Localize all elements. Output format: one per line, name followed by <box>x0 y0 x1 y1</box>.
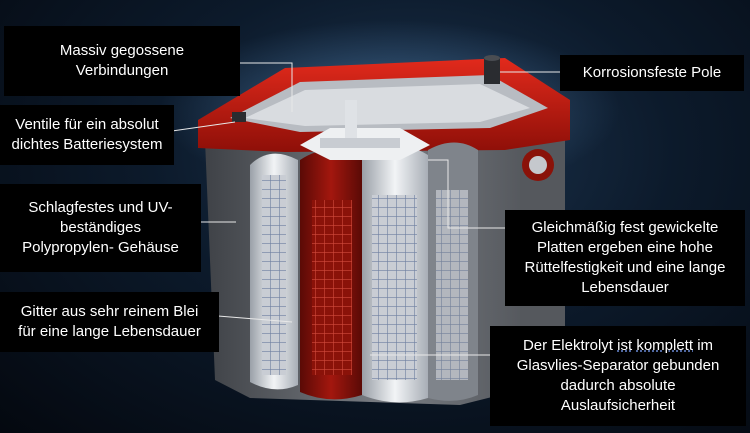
callout-housing: Schlagfestes und UV- beständiges Polypro… <box>0 184 201 272</box>
callout-text: dadurch absolute <box>560 377 676 394</box>
callout-text: Verbindungen <box>75 62 169 79</box>
callout-cast-connections: Massiv gegossene Verbindungen <box>4 26 240 96</box>
callout-terminals: Korrosionsfeste Pole <box>560 55 744 91</box>
callout-grid: Gitter aus sehr reinem Blei für eine lan… <box>0 292 219 352</box>
callout-text: dichtes Batteriesystem <box>11 136 163 153</box>
callout-text: für eine lange Lebensdauer <box>18 323 201 340</box>
callout-text: Glasvlies-Separator gebunden <box>516 357 720 374</box>
callout-text: Auslaufsicherheit <box>560 397 676 414</box>
text-segment: ist <box>617 337 633 354</box>
text-segment: komplett <box>636 337 694 354</box>
callout-text: Gleichmäßig fest gewickelte <box>531 219 719 236</box>
callout-text: Lebensdauer <box>581 279 669 296</box>
callout-valves: Ventile für ein absolut dichtes Batterie… <box>0 105 174 165</box>
callout-electrolyte: Der Elektrolyt ist komplett im Glasvlies… <box>490 326 746 426</box>
callout-text: Ventile für ein absolut <box>15 116 159 133</box>
callout-text: Gitter aus sehr reinem Blei <box>20 303 199 320</box>
text-segment: im <box>693 337 714 354</box>
terminal-post-icon <box>484 55 500 84</box>
callout-text: Korrosionsfeste Pole <box>582 64 722 81</box>
callout-text: Der Elektrolyt ist komplett im <box>523 336 713 356</box>
callout-text: beständiges <box>60 219 141 236</box>
callout-text: Platten ergeben eine hohe <box>537 239 713 256</box>
text-segment: Der Elektrolyt <box>522 337 618 354</box>
callout-text: Rüttelfestigkeit und eine lange <box>524 259 726 276</box>
valve-icon <box>232 112 246 122</box>
callout-text: Polypropylen- Gehäuse <box>22 239 179 256</box>
callout-plates: Gleichmäßig fest gewickelte Platten erge… <box>505 210 745 306</box>
callout-text: Schlagfestes und UV- <box>28 199 173 216</box>
callout-text: Massiv gegossene <box>59 42 185 59</box>
